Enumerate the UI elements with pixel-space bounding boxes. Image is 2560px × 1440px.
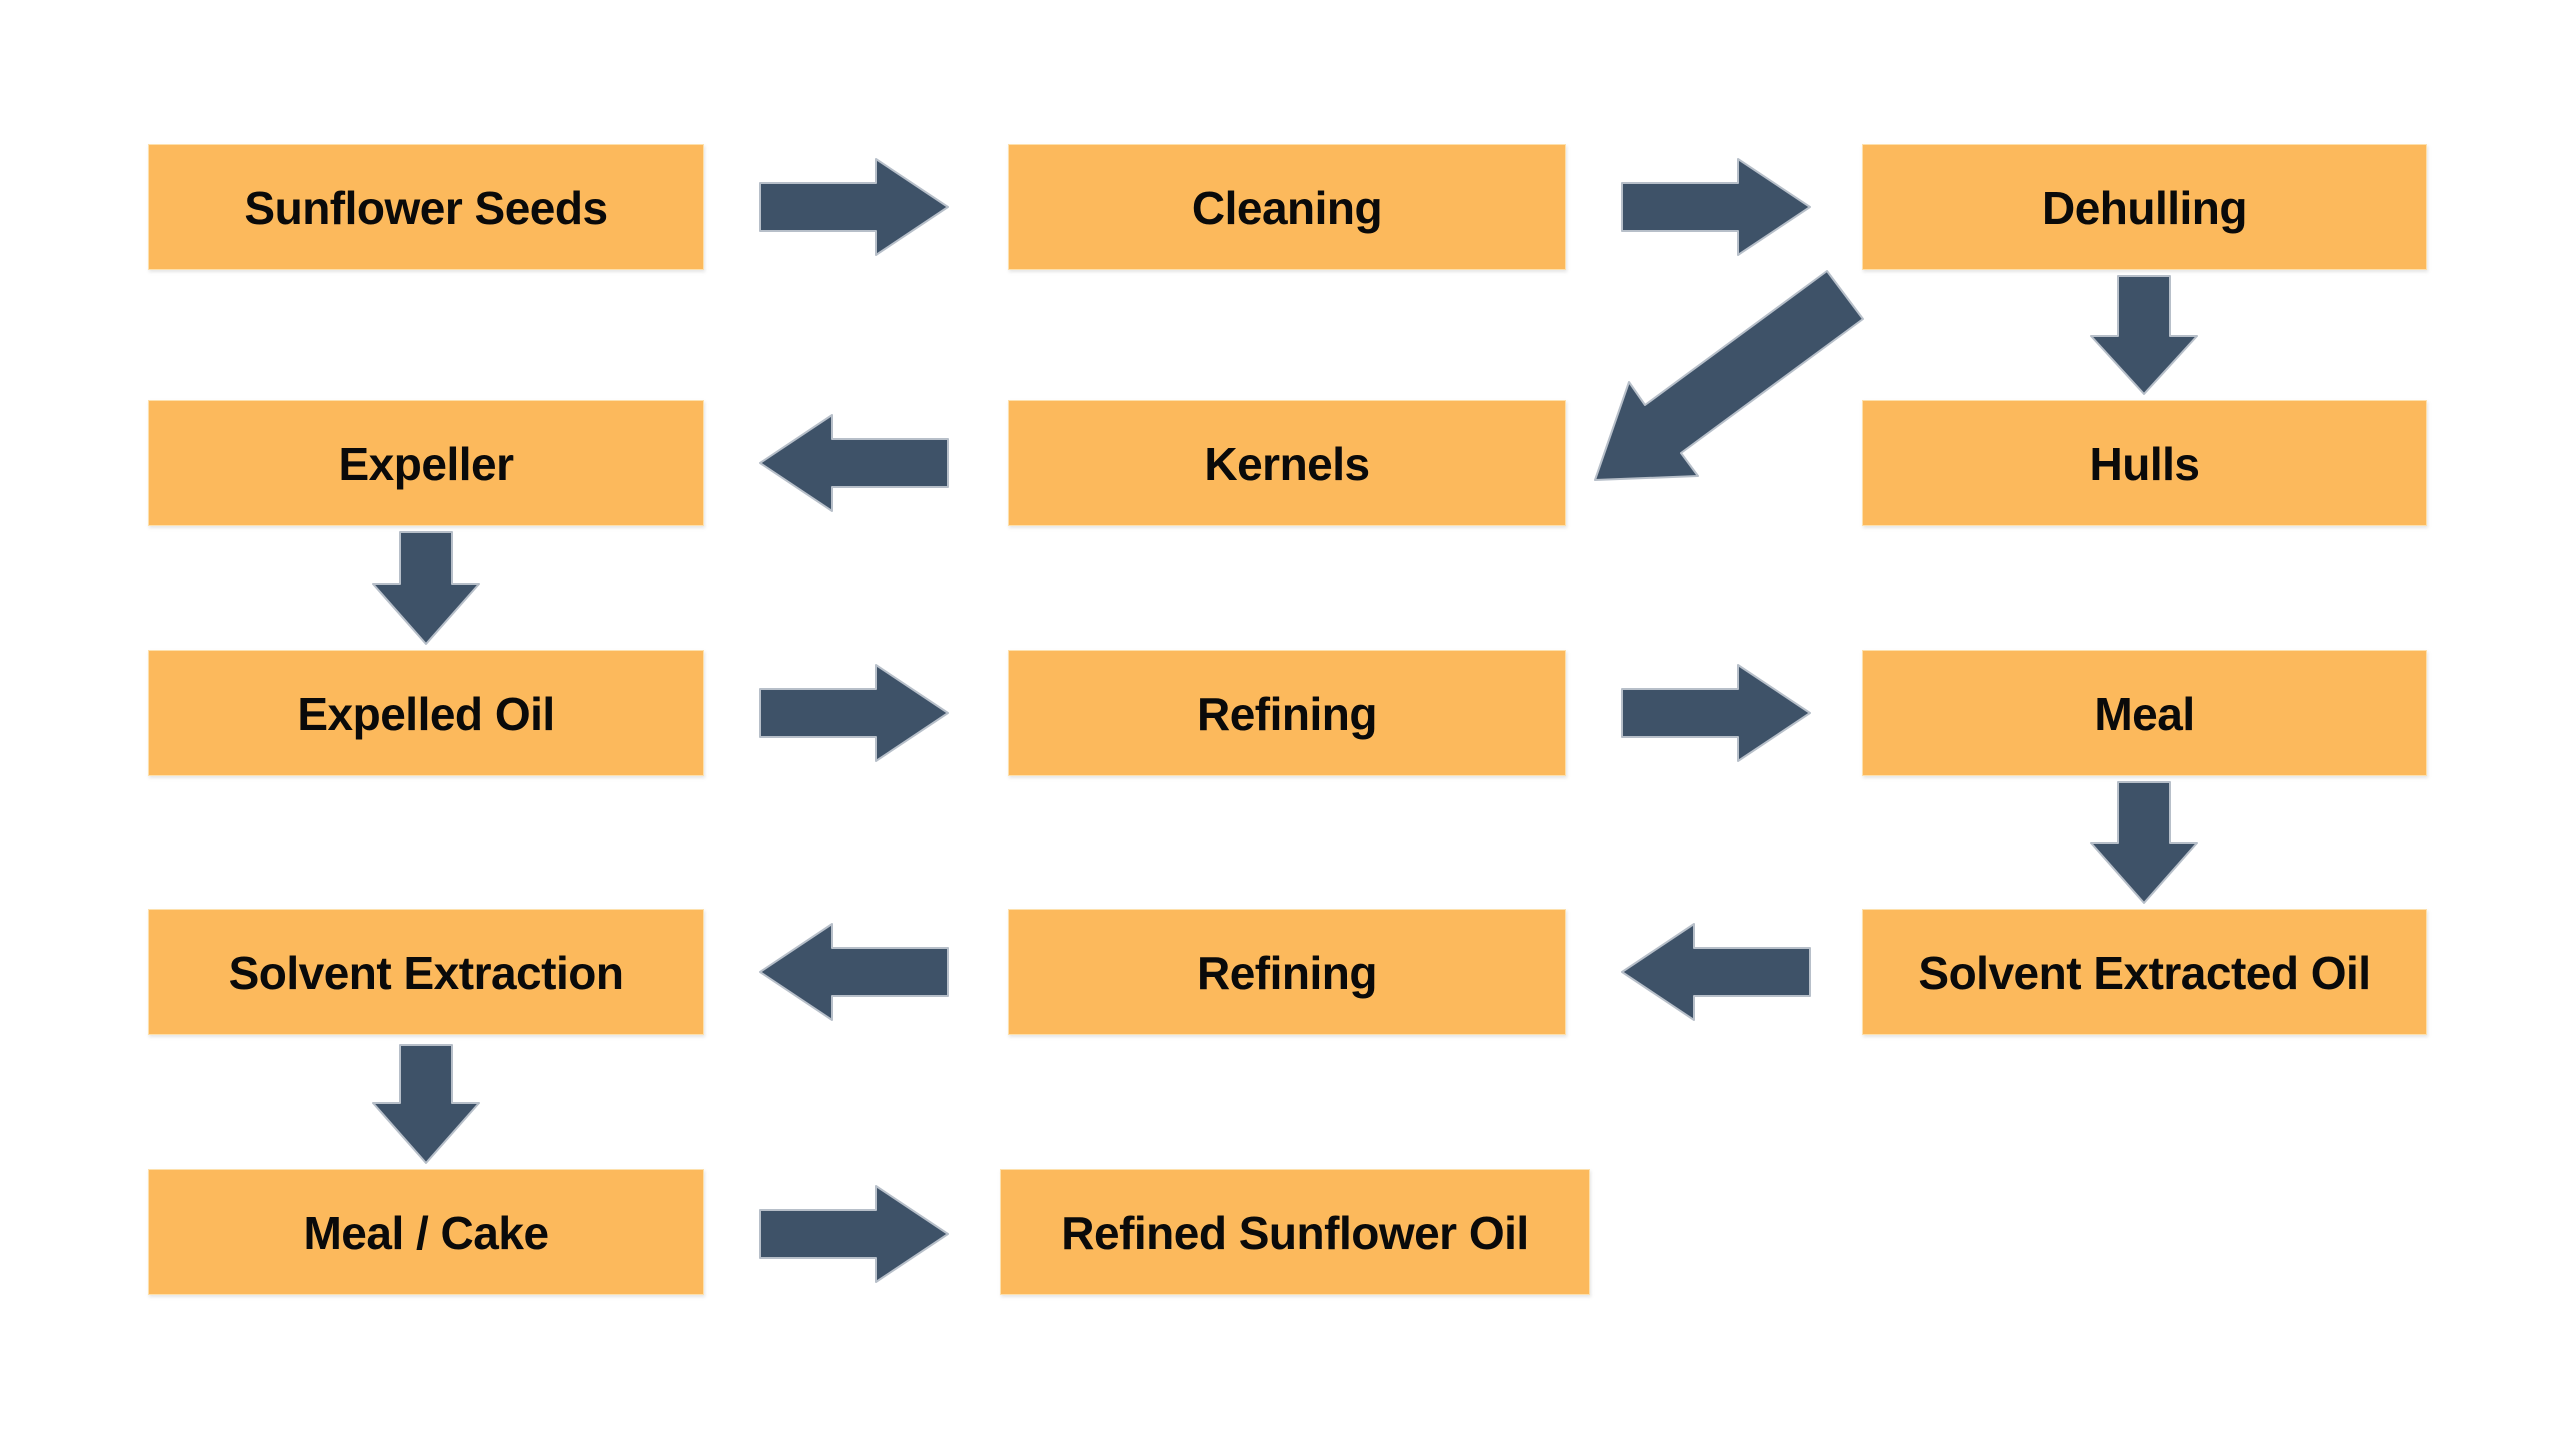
arrow-left-solvent-extracted-oil-to-refining [1621, 923, 1811, 1021]
arrow-right-refining-to-meal [1621, 664, 1811, 762]
node-dehulling: Dehulling [1862, 144, 2427, 270]
node-cleaning: Cleaning [1008, 144, 1566, 270]
arrow-down-solvent-extraction-to-meal-cake [372, 1044, 480, 1164]
arrow-down-expeller-to-expelled-oil [372, 531, 480, 645]
node-hulls-label: Hulls [2089, 438, 2200, 490]
node-kernels-label: Kernels [1204, 438, 1370, 490]
node-kernels: Kernels [1008, 400, 1566, 526]
node-hulls: Hulls [1862, 400, 2427, 526]
node-expeller: Expeller [148, 400, 704, 526]
arrow-left-kernels-to-expeller [759, 414, 949, 512]
node-refined-sunflower-oil-label: Refined Sunflower Oil [1061, 1207, 1529, 1259]
arrow-right-seeds-to-cleaning [759, 158, 949, 256]
node-meal-label: Meal [2094, 688, 2195, 740]
node-refined-sunflower-oil: Refined Sunflower Oil [1000, 1169, 1590, 1295]
arrow-down-dehulling-to-hulls [2090, 275, 2198, 395]
arrow-right-meal-cake-to-refined-oil [759, 1185, 949, 1283]
node-meal-cake-label: Meal / Cake [303, 1207, 549, 1259]
node-meal-cake: Meal / Cake [148, 1169, 704, 1295]
node-sunflower-seeds-label: Sunflower Seeds [244, 182, 608, 234]
node-refining-top: Refining [1008, 650, 1566, 776]
arrow-right-expelled-oil-to-refining [759, 664, 949, 762]
node-cleaning-label: Cleaning [1191, 182, 1383, 234]
arrow-down-meal-to-solvent-extracted-oil [2090, 781, 2198, 904]
node-sunflower-seeds: Sunflower Seeds [148, 144, 704, 270]
node-solvent-extracted-oil: Solvent Extracted Oil [1862, 909, 2427, 1035]
node-refining-top-label: Refining [1197, 688, 1377, 740]
node-dehulling-label: Dehulling [2041, 182, 2248, 234]
node-expelled-oil: Expelled Oil [148, 650, 704, 776]
node-expeller-label: Expeller [338, 438, 515, 490]
node-meal: Meal [1862, 650, 2427, 776]
arrow-right-cleaning-to-dehulling [1621, 158, 1811, 256]
node-expelled-oil-label: Expelled Oil [297, 688, 555, 740]
arrow-left-refining-to-solvent-extraction [759, 923, 949, 1021]
arrow-diagonal-dehulling-to-kernels [1594, 270, 1864, 481]
node-refining-bottom: Refining [1008, 909, 1566, 1035]
node-solvent-extracted-oil-label: Solvent Extracted Oil [1918, 947, 2371, 999]
node-solvent-extraction-label: Solvent Extraction [228, 947, 624, 999]
node-refining-bottom-label: Refining [1197, 947, 1377, 999]
node-solvent-extraction: Solvent Extraction [148, 909, 704, 1035]
